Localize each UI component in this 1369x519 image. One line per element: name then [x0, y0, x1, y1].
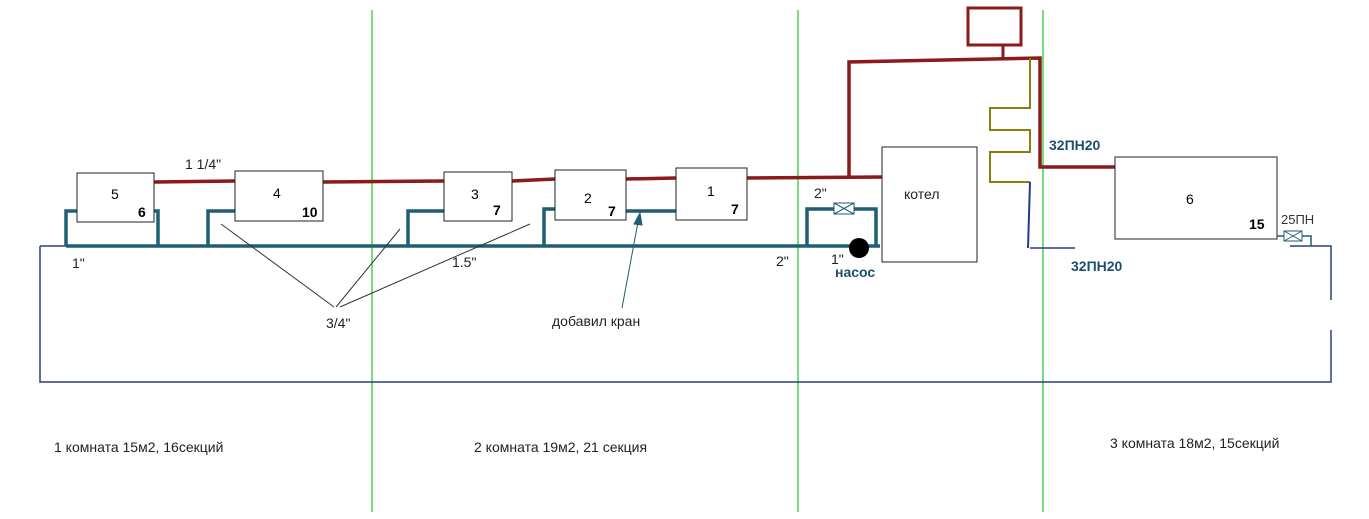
radiator-3: [443, 171, 513, 222]
expansion-tank: [966, 6, 1023, 47]
valve-bypass: [833, 202, 855, 215]
radiator-5-label: 5: [111, 186, 119, 202]
radiator-1: [675, 167, 748, 221]
label-bypass-left: 2": [776, 253, 789, 269]
radiator-1-sections: 7: [731, 201, 739, 217]
radiator-3-label: 3: [471, 186, 479, 202]
label-pn-small: 25ПН: [1281, 212, 1314, 227]
pump: [849, 238, 869, 258]
radiator-2-sections: 7: [608, 203, 616, 219]
label-bypass-top: 2": [814, 185, 827, 201]
room-2-label: 2 комната 19м2, 21 секция: [474, 439, 647, 455]
radiator-2: [554, 169, 627, 221]
radiator-6-sections: 15: [1249, 216, 1265, 232]
label-return-15: 1.5": [452, 254, 476, 270]
radiator-6-return-stub: [1277, 235, 1312, 246]
label-pn-return: 32ПН20: [1071, 258, 1123, 274]
boiler-label: котел: [904, 186, 940, 202]
return-pipe-room3: [1027, 181, 1031, 249]
supply-pipes: [153, 56, 1117, 184]
boiler: [881, 146, 978, 263]
pump-label: насос: [835, 264, 875, 280]
house-outline: [39, 245, 1332, 383]
expansion-coil: [989, 58, 1031, 183]
label-return-1: 1": [72, 255, 85, 271]
radiator-4-label: 4: [273, 185, 281, 201]
radiator-6: [1114, 156, 1278, 240]
label-supply-main: 1 1/4": [185, 156, 221, 172]
label-pn-supply: 32ПН20: [1049, 137, 1101, 153]
valve-note-arrow: [621, 211, 643, 309]
room-3-label: 3 комната 18м2, 15секций: [1110, 435, 1279, 451]
radiator-5-sections: 6: [138, 204, 146, 220]
radiator-2-label: 2: [584, 190, 592, 206]
branch-leader-lines: [220, 223, 531, 308]
radiator-1-label: 1: [707, 183, 715, 199]
room-1-label: 1 комната 15м2, 16секций: [54, 439, 223, 455]
valve-radiator-6: [1283, 230, 1303, 242]
radiator-3-sections: 7: [493, 202, 501, 218]
label-pump-inlet: 1": [831, 251, 844, 267]
radiator-4: [234, 170, 324, 222]
radiator-6-label: 6: [1186, 191, 1194, 207]
radiator-5: [76, 172, 155, 223]
label-branches: 3/4": [326, 315, 350, 331]
valve-note: добавил кран: [552, 313, 640, 329]
radiator-4-sections: 10: [302, 204, 318, 220]
